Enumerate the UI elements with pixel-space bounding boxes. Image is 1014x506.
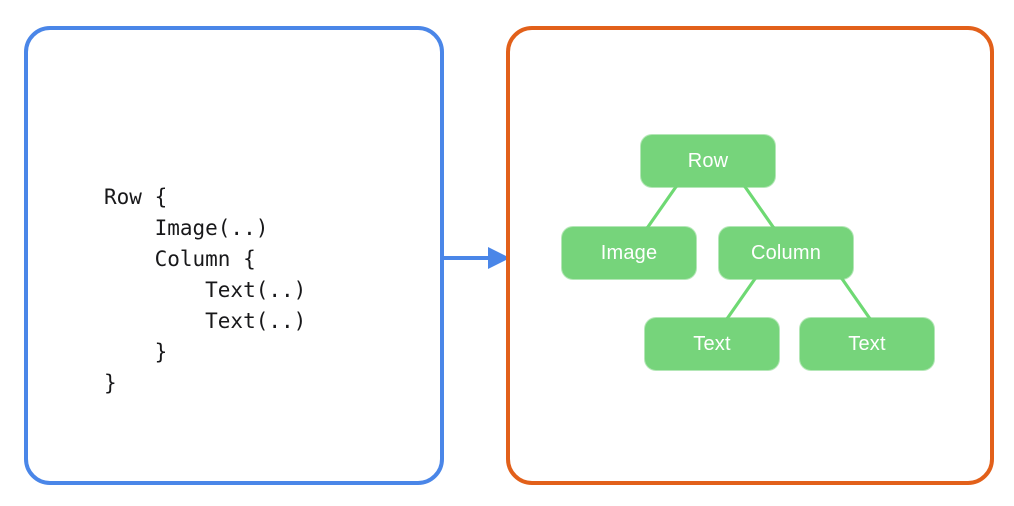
tree-edges: [641, 179, 877, 328]
edge-row-column: [739, 179, 780, 236]
edge-column-text2: [836, 271, 877, 328]
code-snippet: Row { Image(..) Column { Text(..) Text(.…: [104, 185, 307, 395]
tree-node-text-1-label: Text: [693, 333, 731, 355]
edge-column-text1: [720, 271, 761, 328]
tree-node-image-label: Image: [600, 242, 658, 264]
tree-node-text-2[interactable]: Text: [800, 318, 934, 370]
tree-node-column-label: Column: [750, 242, 822, 264]
tree-node-column[interactable]: Column: [719, 227, 853, 279]
tree-node-text-1[interactable]: Text: [645, 318, 779, 370]
arrow-head-icon: [488, 247, 510, 269]
tree-node-text-2-label: Text: [848, 333, 886, 355]
edge-row-image: [641, 179, 682, 236]
tree-node-row-label: Row: [687, 150, 729, 172]
transform-arrow: [440, 247, 510, 269]
tree-node-row[interactable]: Row: [641, 135, 775, 187]
tree-node-image[interactable]: Image: [562, 227, 696, 279]
code-panel: Row { Image(..) Column { Text(..) Text(.…: [24, 26, 444, 485]
